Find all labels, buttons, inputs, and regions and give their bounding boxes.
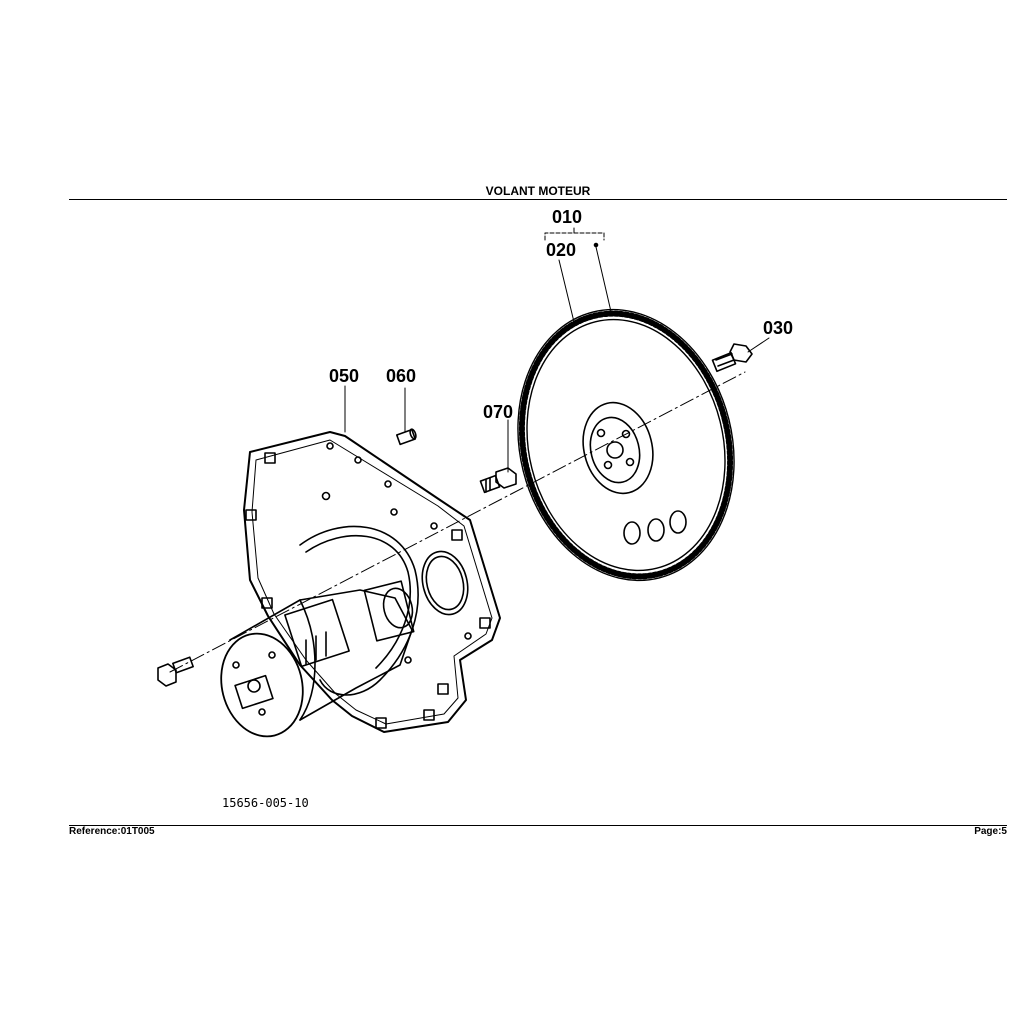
page-title: VOLANT MOTEUR — [485, 184, 591, 198]
callout-060: 060 — [386, 366, 416, 386]
dowel-pin — [395, 428, 417, 446]
leader-lines — [344, 227, 770, 473]
callout-030: 030 — [763, 318, 793, 338]
callout-020: 020 — [546, 240, 576, 260]
plate-bolt — [479, 467, 517, 494]
footer-page-number: Page:5 — [974, 826, 1007, 837]
drawing-number: 15656-005-10 — [222, 796, 309, 810]
flywheel-bolt — [711, 343, 753, 373]
callout-050: 050 — [329, 366, 359, 386]
footer-reference: Reference:01T005 — [69, 826, 155, 837]
callout-070: 070 — [483, 402, 513, 422]
flywheel-ring-gear — [517, 308, 735, 582]
center-axis-line — [169, 371, 746, 673]
header-rule — [69, 199, 1007, 200]
footer-rule — [69, 825, 1007, 826]
callout-010: 010 — [552, 207, 582, 227]
adapter-plate — [243, 431, 501, 733]
starter-bolt — [157, 656, 194, 687]
starter-motor — [220, 525, 419, 738]
